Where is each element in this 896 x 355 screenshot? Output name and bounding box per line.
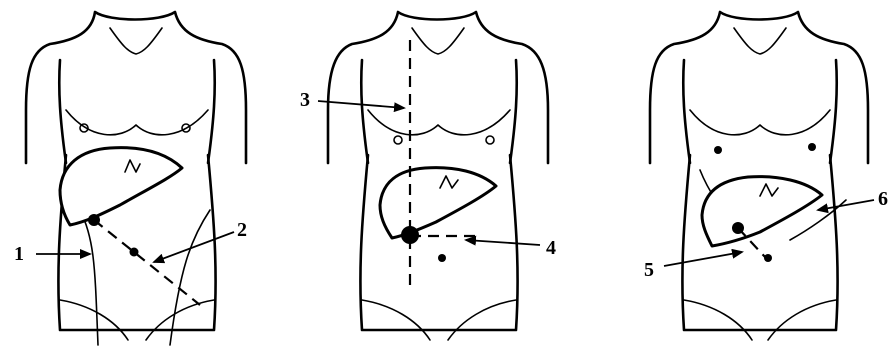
label-2: 2 [237, 219, 247, 241]
arrow-5 [664, 252, 742, 266]
torso-figure-2: 3 4 [300, 12, 556, 340]
nipple-right [808, 143, 816, 151]
label-4: 4 [546, 237, 556, 259]
label-1: 1 [14, 243, 24, 265]
umbilicus [764, 254, 772, 262]
pelvis-lines [60, 300, 214, 340]
arm-line-left [59, 60, 66, 163]
intersection-point [401, 226, 419, 244]
neck-lines [412, 28, 464, 54]
arm-line-right [830, 60, 837, 163]
arm-line-right [208, 60, 215, 163]
arm-line-left [361, 60, 368, 163]
liver [702, 177, 822, 246]
neck-lines [110, 28, 162, 54]
torso-figure-3: 5 6 [644, 12, 888, 340]
umbilicus [130, 248, 139, 257]
nipple-right [486, 136, 494, 144]
arrow-4 [466, 240, 540, 245]
label-3: 3 [300, 89, 310, 111]
nipple-left [714, 146, 722, 154]
pelvis-lines [684, 300, 836, 340]
nipple-left [394, 136, 402, 144]
label-6: 6 [878, 188, 888, 210]
arm-line-left [683, 60, 690, 163]
pelvis-lines [362, 300, 516, 340]
torso-figure-1: 1 2 [14, 12, 247, 345]
umbilicus [438, 254, 446, 262]
chest-lines [690, 110, 830, 135]
costal-margin [80, 210, 210, 345]
liver [380, 168, 496, 238]
arrow-6 [818, 200, 874, 210]
neck-lines [734, 28, 786, 54]
arrow-2 [154, 232, 234, 262]
liver [60, 148, 182, 225]
arm-line-right [510, 60, 517, 163]
chest-lines [368, 110, 510, 135]
label-5: 5 [644, 259, 654, 281]
spino-umbilical-line [94, 220, 200, 305]
